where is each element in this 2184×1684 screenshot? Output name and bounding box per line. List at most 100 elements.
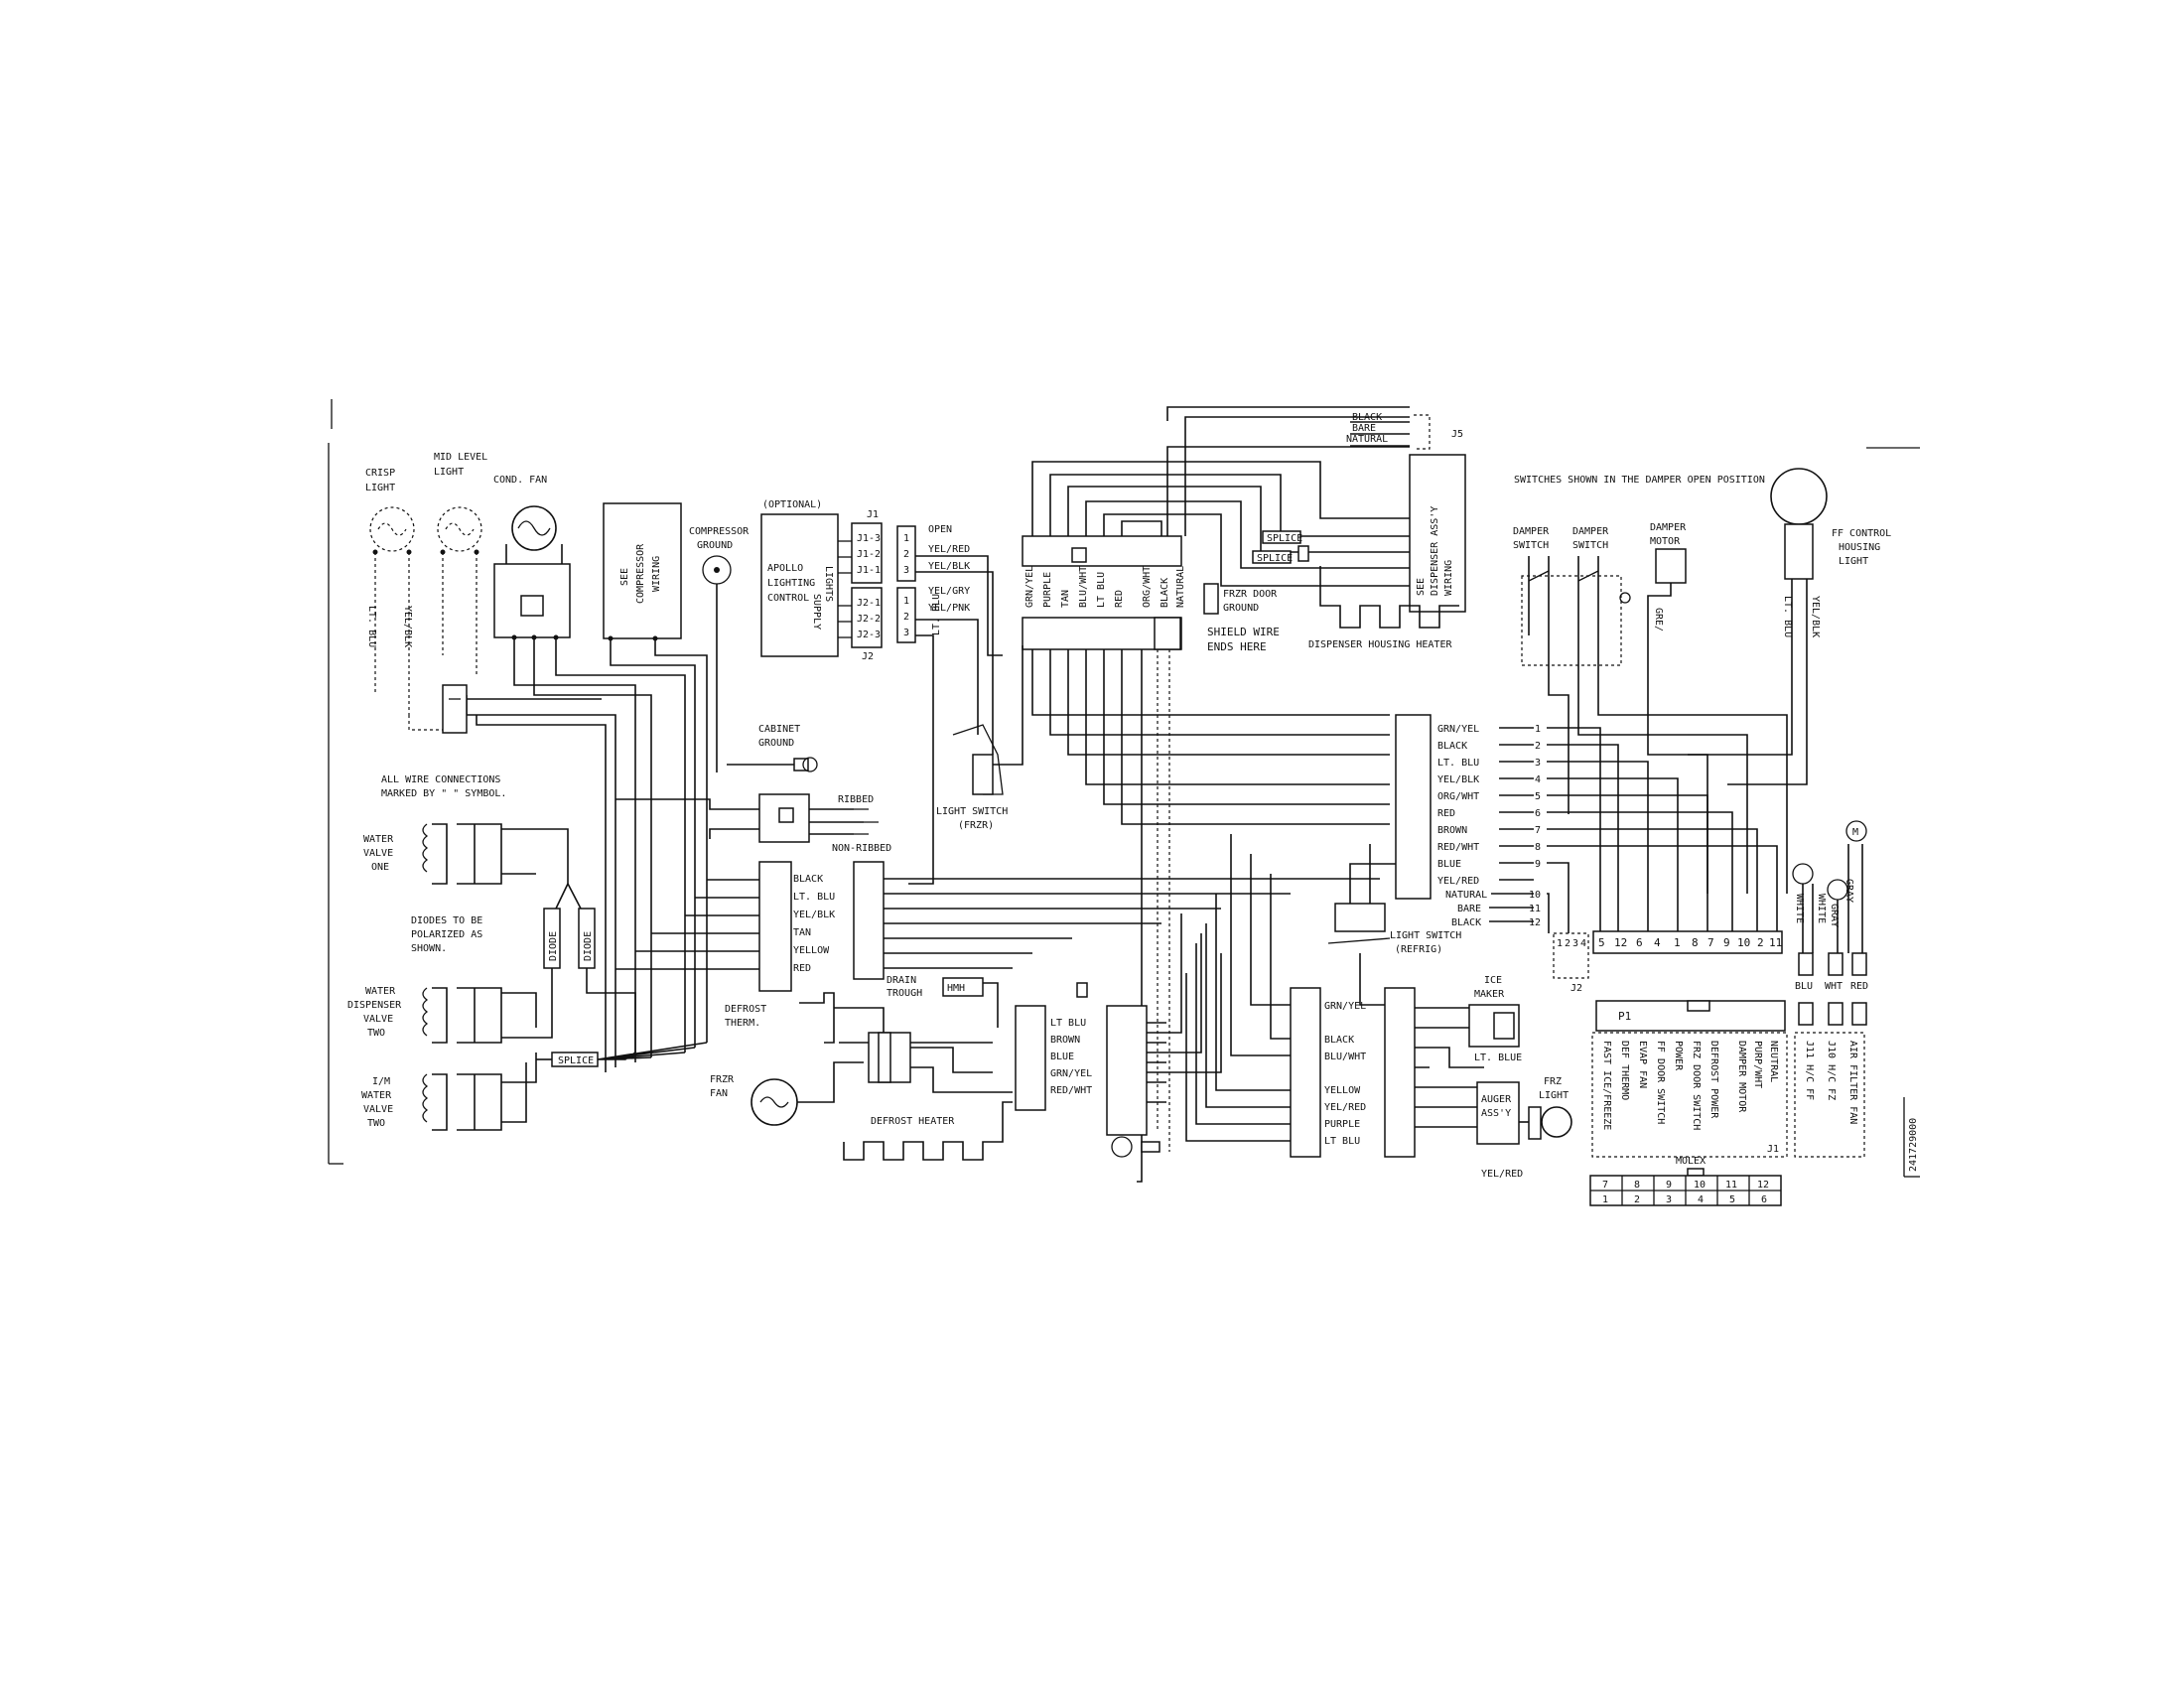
p1-label: P1 [1618,1010,1631,1023]
j2-pin-2: J2-2 [857,614,881,625]
damper-motor-a: DAMPER [1650,522,1687,533]
right-wire-3: LT. BLU [1437,758,1479,769]
top-center-connector: GRN/YEL PURPLE TAN BLU/WHT LT BLU RED OR… [1022,406,1410,1183]
j1-fn-4: FF DOOR SWITCH [1655,1041,1666,1124]
cabinet-ground: CABINET GROUND [727,724,818,772]
diodes-note-3: SHOWN. [411,943,447,954]
top-wire-9: NATURAL [1175,566,1186,608]
black-label: BLACK [1451,917,1481,928]
valve-one-3: ONE [371,862,389,873]
j2-pin-1: J2-1 [857,598,881,609]
plug-left-2: 2 [903,549,909,560]
im-valve-2: WATER [361,1090,392,1101]
diodes-note-1: DIODES TO BE [411,915,482,926]
damper-motor-b: MOTOR [1650,536,1681,547]
see-dispenser-1: SEE [1416,578,1427,596]
fan-fn-3: AIR FILTER FAN [1847,1041,1858,1124]
molex-top-4: 10 [1694,1180,1706,1191]
j2-row-3: 3 [1572,938,1578,949]
wire-yel-pnk: YEL/PNK [928,603,970,614]
right-wire-6: RED [1437,808,1455,819]
j1-h-11: 11 [1769,936,1782,949]
mid-wire-2: LT. BLU [793,892,835,903]
j1-bottom-label: J1 [1767,1144,1779,1155]
top-wire-3: TAN [1060,590,1071,608]
light-switch-frzr-2: (FRZR) [958,820,994,831]
damper-area: SWITCHES SHOWN IN THE DAMPER OPEN POSITI… [1513,475,1788,894]
molex-bottom-1: 1 [1602,1194,1608,1205]
j2-row-2: 2 [1565,938,1570,949]
fan-wire-3: GRAY [1829,904,1840,927]
bottom-wire-1: GRN/YEL [1324,1001,1366,1012]
splice-bottom-label: SPLICE [558,1055,594,1066]
j2-bottom-label: J2 [1570,983,1582,994]
top-wire-5: LT BLU [1096,572,1107,608]
auger-assy: AUGER ASS'Y YEL/RED [1430,1081,1523,1180]
j1-pin-3: J1-3 [857,533,881,544]
pin-num-11: 11 [1529,904,1541,914]
water-dispenser-valve-two: WATER DISPENSER VALVE TWO [347,986,553,1044]
ff-light-2: HOUSING [1839,542,1880,553]
im-water-valve-two: I/M WATER VALVE TWO [361,1052,537,1131]
molex-connector: MOLEX 7 8 9 10 11 12 1 2 3 4 5 6 [1589,1156,1782,1206]
j1-h-3: 6 [1636,936,1643,949]
mid-level-label-1: MID LEVEL [434,452,487,463]
left-harness [408,637,708,1072]
im-valve-3: VALVE [363,1104,393,1115]
apollo-lighting-control: (OPTIONAL) APOLLO LIGHTING CONTROL LIGHT… [760,499,1003,885]
damper-switch-1-a: DAMPER [1513,526,1550,537]
cond-fan-label: COND. FAN [493,475,547,486]
fan-color-1: BLU [1795,981,1813,992]
j1-h-6: 8 [1692,936,1699,949]
mid-left-connector: BLACK LT. BLU YEL/BLK TAN YELLOW RED [615,861,835,992]
lt-blu-left: LT. BLU [366,606,377,647]
pin-num-4: 4 [1535,774,1541,785]
top-wire-4: BLU/WHT [1078,566,1089,608]
pin-num-8: 8 [1535,842,1541,853]
right-wire-8: RED/WHT [1437,842,1479,853]
apollo-3: CONTROL [767,593,809,604]
j1-fn-10: NEUTRAL [1768,1041,1779,1082]
auger-2: ASS'Y [1481,1108,1511,1119]
yel-red-bottom: YEL/RED [1481,1169,1523,1180]
crisp-light-label-2: LIGHT [365,483,395,493]
df-wire-1: LT BLU [1050,1018,1086,1029]
j1-h-1: 5 [1598,936,1605,949]
j1-fn-3: EVAP FAN [1637,1041,1648,1088]
light-switch-refrig-1: LIGHT SWITCH [1390,930,1461,941]
molex-top-1: 7 [1602,1180,1608,1191]
j1-h-4: 4 [1654,936,1661,949]
light-switch-refrig: LIGHT SWITCH (REFRIG) [1327,844,1461,955]
compressor-ground-2: GROUND [697,540,733,551]
crisp-light: CRISP LIGHT [365,468,415,715]
j1-fn-7: DEFROST POWER [1708,1041,1719,1119]
disp-valve-1: WATER [365,986,396,997]
damper-switch-1-b: SWITCH [1513,540,1549,551]
molex-bottom-6: 6 [1761,1194,1767,1205]
ff-control-housing-light: FF CONTROL HOUSING LIGHT LT. BLU YEL/BLK [1688,468,1891,785]
pin-num-5: 5 [1535,791,1541,802]
drain-heater: HMH [942,977,999,1028]
fan-color-3: RED [1850,981,1868,992]
j5-label: J5 [1451,429,1463,440]
j1-fn-6: FRZ DOOR SWITCH [1691,1041,1702,1130]
defrost-therm: DEFROST THERM. [725,992,993,1053]
ff-light-3: LIGHT [1839,556,1868,567]
pin-num-7: 7 [1535,825,1541,836]
defrost-therm-2: THERM. [725,1018,760,1029]
lt-blue-ff: LT. BLU [1782,596,1793,637]
top-wire-1: GRN/YEL [1024,566,1035,608]
ice-maker: ICE MAKER LT. BLUE [1430,975,1522,1068]
mid-wire-1: BLACK [793,874,823,885]
fan-fn-1: J11 H/C FF [1804,1041,1815,1100]
right-wire-5: ORG/WHT [1437,791,1479,802]
all-wire-connections-1: ALL WIRE CONNECTIONS [381,774,500,785]
mid-level-light: MID LEVEL LIGHT [434,452,487,675]
df-wire-4: GRN/YEL [1050,1068,1092,1079]
right-wire-1: GRN/YEL [1437,724,1479,735]
wire-yel-blk: YEL/BLK [928,561,970,572]
ice-maker-1: ICE [1484,975,1502,986]
auger-1: AUGER [1481,1094,1512,1105]
frz-light-1: FRZ [1544,1076,1562,1087]
frzr-door-ground-2: GROUND [1223,603,1259,614]
